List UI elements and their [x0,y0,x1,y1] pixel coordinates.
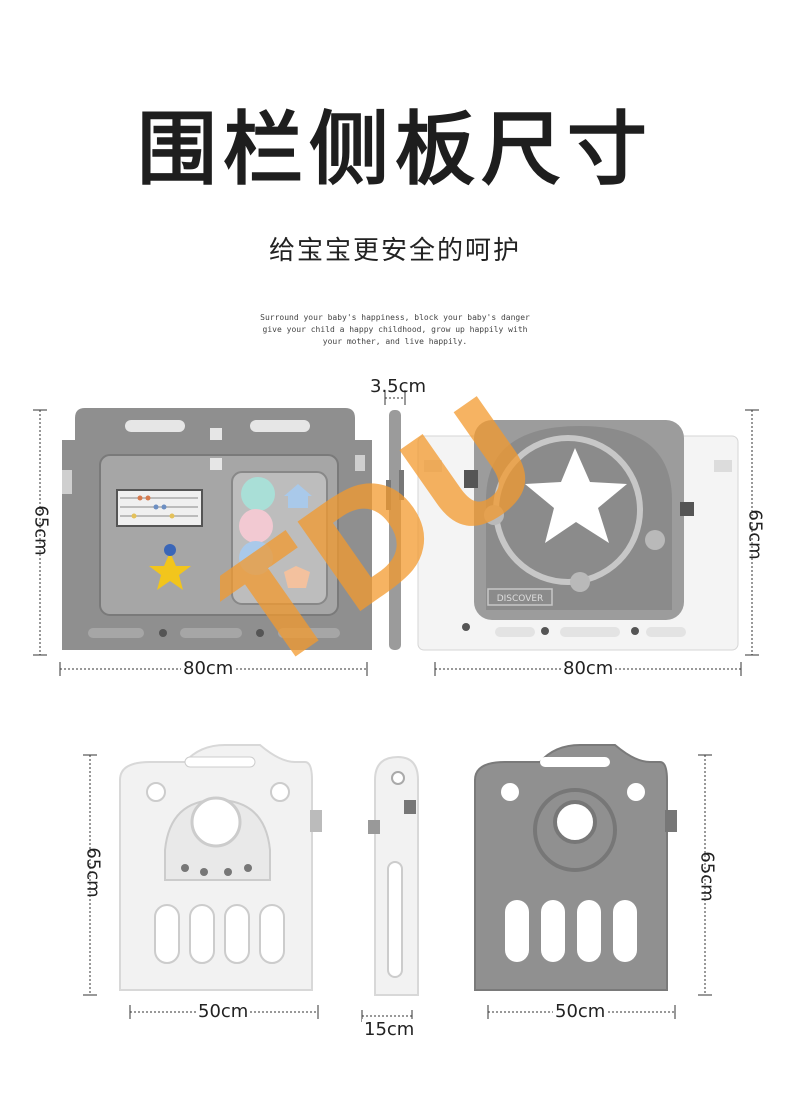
top-right-height-label: 65cm [744,509,766,560]
top-left-height-label: 65cm [30,505,52,556]
panel-top-side [386,410,404,650]
page-subtitle: 给宝宝更安全的呵护 [268,236,521,266]
tagline-line-3: your mother, and live happily. [322,337,468,346]
bottom-right-width-label: 50cm [553,1001,608,1022]
top-left-width-label: 80cm [181,658,236,679]
door-text: DISCOVER [497,594,544,604]
panel-top-right: DISCOVER [417,420,739,651]
bottom-side-width-label: 15cm [362,1019,417,1040]
bottom-left-height-label: 65cm [82,847,104,898]
tagline-line-1: Surround your baby's happiness, block yo… [260,313,530,322]
bottom-left-width-label: 50cm [196,1001,251,1022]
tagline-line-2: give your child a happy childhood, grow … [262,325,528,334]
panel-top-left [62,408,372,650]
top-side-thickness-label: 3.5cm [370,376,427,397]
bottom-right-height-label: 65cm [696,851,718,902]
panel-bottom-right [474,744,677,991]
panel-bottom-side [368,755,419,996]
panel-bottom-left [119,744,322,991]
top-right-width-label: 80cm [561,658,616,679]
page-title: 围栏侧板尺寸 [137,103,653,196]
tagline: Surround your baby's happiness, block yo… [0,312,790,348]
